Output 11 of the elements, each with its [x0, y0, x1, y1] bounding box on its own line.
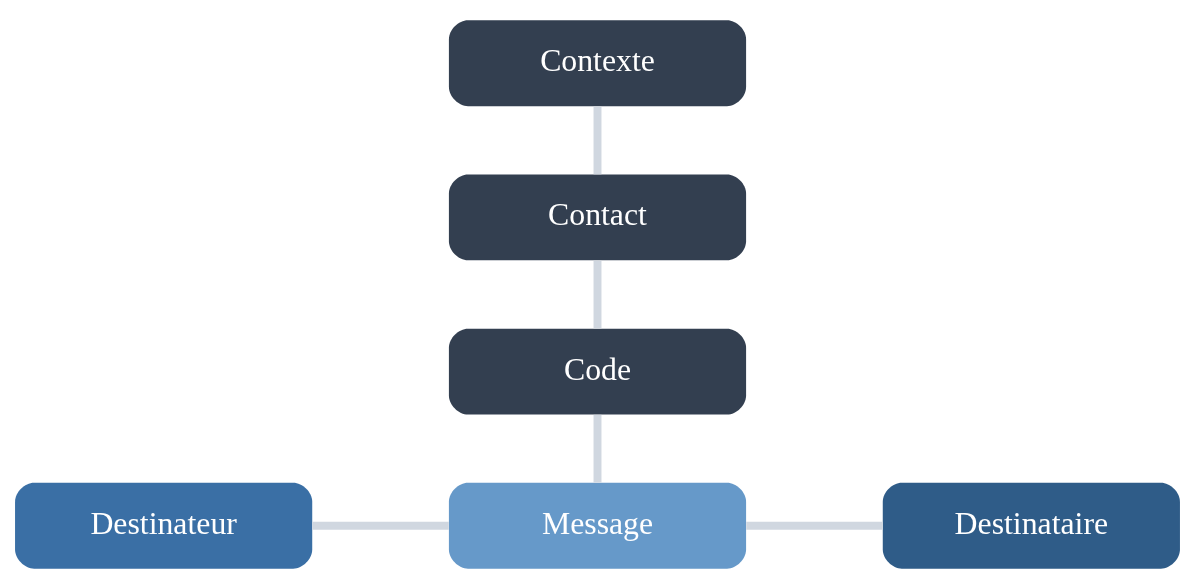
node-box: Destinateur	[15, 482, 313, 569]
connector	[312, 521, 449, 530]
node-box: Contexte	[448, 19, 747, 106]
node-box: Code	[448, 328, 747, 414]
connector	[593, 106, 602, 174]
connector	[746, 521, 883, 530]
node-box: Message	[448, 482, 747, 569]
node-box: Contact	[448, 174, 747, 260]
connector	[593, 414, 602, 483]
node-box: Destinataire	[882, 482, 1180, 569]
connector	[593, 260, 602, 328]
